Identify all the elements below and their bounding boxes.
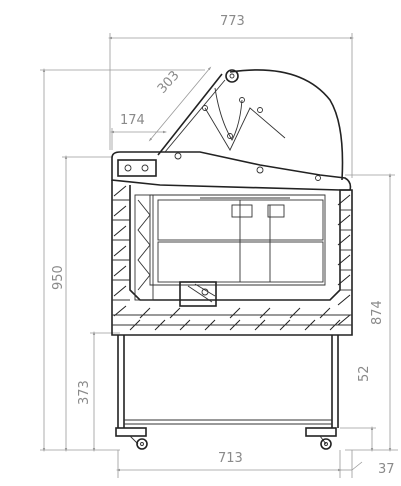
dim-counter-height: 874 — [370, 300, 385, 325]
dim-leg-height: 373 — [77, 380, 92, 405]
dim-glass-length: 303 — [155, 68, 183, 96]
dim-overall-width: 773 — [220, 14, 245, 29]
dim-foot-height: 52 — [357, 365, 372, 382]
dim-overhang: 37 — [378, 462, 395, 477]
dimension-lines — [40, 33, 398, 478]
case-body — [111, 69, 353, 336]
dim-hinge-offset: 174 — [120, 113, 145, 128]
dim-base-width: 713 — [218, 451, 243, 466]
legs-and-casters — [115, 335, 339, 450]
dim-overall-height: 950 — [51, 265, 66, 290]
